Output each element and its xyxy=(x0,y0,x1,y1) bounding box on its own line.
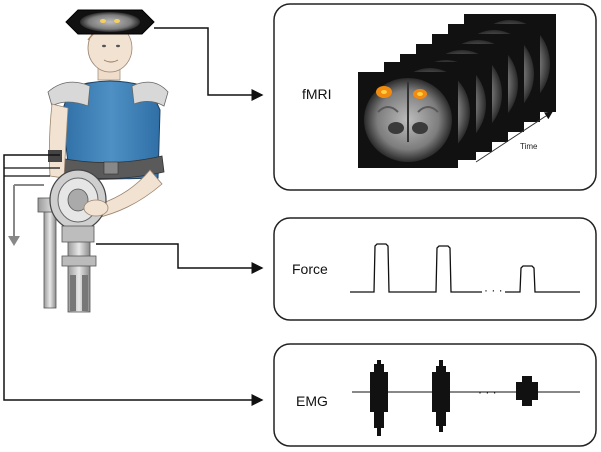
shoulder-pad-left xyxy=(47,81,91,107)
mri-head-coil-icon xyxy=(65,9,155,35)
force-trace-end xyxy=(505,265,580,293)
emg-burst-2 xyxy=(432,360,450,432)
connectors xyxy=(3,27,264,406)
emg-burst-3 xyxy=(516,376,538,406)
emg-label: EMG xyxy=(296,393,328,409)
force-ellipsis: · · · xyxy=(484,283,503,297)
fmri-panel: fMRI xyxy=(273,3,597,191)
seated-subject-illustration xyxy=(8,9,169,313)
shoulder-pad-right xyxy=(131,81,169,107)
connector-fmri xyxy=(154,27,264,101)
wrist-force-device-icon xyxy=(37,169,109,243)
force-panel: Force · · · xyxy=(273,217,597,321)
device-pole xyxy=(43,207,57,309)
fmri-label: fMRI xyxy=(302,86,332,102)
time-label: Time xyxy=(520,142,538,151)
connector-emg xyxy=(3,154,264,406)
emg-panel: EMG · · · xyxy=(273,343,597,447)
emg-ellipsis: · · · xyxy=(478,385,497,399)
brain-slice-stack-icon xyxy=(358,14,556,168)
connector-force xyxy=(96,243,264,274)
force-label: Force xyxy=(292,261,328,277)
emg-burst-1 xyxy=(370,360,388,436)
force-trace xyxy=(350,243,482,293)
time-arrow xyxy=(475,111,553,163)
